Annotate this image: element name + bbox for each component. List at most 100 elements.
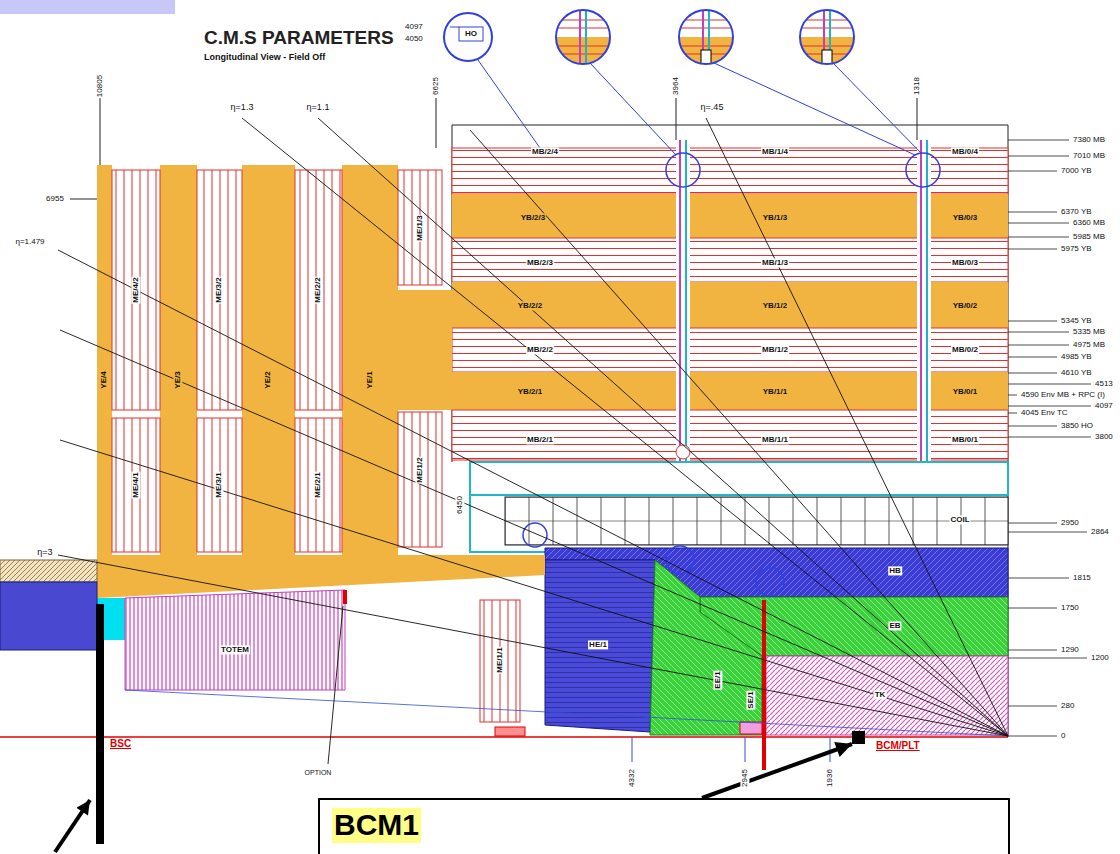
part-label: 4332 bbox=[627, 768, 636, 788]
part-label: YE/1 bbox=[365, 370, 374, 389]
part-label: η=1.1 bbox=[306, 102, 331, 112]
dimension-label: 1815 bbox=[1072, 573, 1092, 582]
part-label: YE/2 bbox=[263, 370, 272, 389]
part-label: MB/0/2 bbox=[951, 345, 979, 354]
arrow-connector bbox=[702, 744, 852, 798]
part-label: MB/2/4 bbox=[531, 147, 559, 156]
part-label: YB/2/2 bbox=[517, 301, 543, 310]
part-label: η=1.479 bbox=[14, 237, 45, 246]
dimension-label: 5345 YB bbox=[1060, 316, 1093, 325]
part-label: OPTION bbox=[304, 769, 333, 777]
part-label: η=1.3 bbox=[230, 102, 255, 112]
callout-box: BCM1 bbox=[318, 798, 1010, 854]
dimension-tick bbox=[1008, 373, 1057, 374]
dimension-label: 7010 MB bbox=[1072, 151, 1106, 160]
dimension-tick bbox=[1008, 413, 1017, 414]
dimension-tick bbox=[1008, 395, 1017, 396]
dimension-tick bbox=[1008, 658, 1087, 659]
dimension-tick bbox=[1008, 171, 1057, 172]
dimension-tick bbox=[1008, 406, 1091, 407]
part-label: ME/2/2 bbox=[313, 276, 322, 303]
dimension-label: 3800 bbox=[1094, 432, 1114, 441]
part-label: 6450 bbox=[455, 495, 464, 515]
node-label: BCM/PLT bbox=[874, 740, 922, 752]
part-label: ME/4/2 bbox=[131, 276, 140, 303]
part-label: ME/1/3 bbox=[415, 214, 424, 241]
dimension-tick bbox=[1008, 357, 1057, 358]
part-label: YE/4 bbox=[99, 370, 108, 389]
part-label: 6955 bbox=[45, 194, 65, 203]
part-label: EB bbox=[888, 621, 901, 630]
dimension-label: 5335 MB bbox=[1072, 327, 1106, 336]
part-label: 1936 bbox=[825, 768, 834, 788]
dimension-label: 6360 MB bbox=[1072, 218, 1106, 227]
part-label: MB/1/4 bbox=[761, 147, 789, 156]
dimension-tick bbox=[1008, 608, 1057, 609]
dimension-label: 2950 bbox=[1060, 518, 1080, 527]
dimension-label: 7380 MB bbox=[1072, 135, 1106, 144]
part-label: MB/2/1 bbox=[526, 435, 554, 444]
dimension-tick bbox=[1008, 523, 1057, 524]
dimension-tick bbox=[1008, 437, 1091, 438]
dimension-label: 7000 YB bbox=[1060, 166, 1093, 175]
dimension-tick bbox=[1008, 345, 1069, 346]
dimension-tick bbox=[1008, 249, 1057, 250]
dimension-label: 6370 YB bbox=[1060, 207, 1093, 216]
dimension-tick bbox=[1008, 332, 1069, 333]
part-label: YB/2/1 bbox=[517, 387, 543, 396]
part-label: YB/0/3 bbox=[952, 213, 978, 222]
dimension-label: 0 bbox=[1060, 731, 1066, 740]
part-label: Longitudinal View - Field Off bbox=[203, 52, 326, 62]
dimension-tick bbox=[1008, 650, 1057, 651]
part-label: ME/4/1 bbox=[131, 471, 140, 498]
dimension-label: 4045 Env TC bbox=[1020, 408, 1069, 417]
part-label: YB/0/1 bbox=[952, 387, 978, 396]
part-label: η=.45 bbox=[700, 102, 725, 112]
part-label: 6625 bbox=[431, 76, 440, 96]
dimension-label: 4610 YB bbox=[1060, 368, 1093, 377]
dimension-label: 280 bbox=[1060, 701, 1075, 710]
dimension-tick bbox=[1008, 156, 1069, 157]
part-label: YB/2/3 bbox=[520, 213, 546, 222]
dimension-tick bbox=[1008, 321, 1057, 322]
part-label: ME/3/1 bbox=[214, 471, 223, 498]
part-label: ME/3/2 bbox=[214, 276, 223, 303]
part-label: SE/1 bbox=[746, 690, 755, 709]
part-label: ME/2/1 bbox=[313, 471, 322, 498]
part-label: TK bbox=[874, 690, 887, 699]
part-label: YB/1/1 bbox=[762, 387, 788, 396]
dimension-label: 1290 bbox=[1060, 645, 1080, 654]
part-label: 4050 bbox=[404, 34, 424, 43]
part-label: MB/1/3 bbox=[761, 258, 789, 267]
part-label: 4097 bbox=[404, 22, 424, 31]
part-label: MB/2/3 bbox=[526, 258, 554, 267]
dimension-tick bbox=[1008, 237, 1069, 238]
part-label: MB/0/4 bbox=[951, 147, 979, 156]
part-label: EE/1 bbox=[713, 670, 722, 689]
part-label: MB/1/2 bbox=[761, 345, 789, 354]
bcm-plt-block: BCM/PLT bbox=[852, 731, 865, 744]
part-label: MB/0/1 bbox=[951, 435, 979, 444]
node-label: BSC bbox=[108, 738, 133, 750]
dimension-label: 4097 bbox=[1094, 401, 1114, 410]
drawing-title: C.M.S PARAMETERS bbox=[203, 27, 395, 49]
dimension-label: 1200 bbox=[1090, 653, 1110, 662]
dimension-tick bbox=[1008, 578, 1069, 579]
part-label: MB/1/1 bbox=[761, 435, 789, 444]
dimension-tick bbox=[1008, 706, 1057, 707]
part-label: 2945 bbox=[740, 768, 749, 788]
dimension-tick bbox=[1008, 384, 1091, 385]
dimension-label: 3850 HO bbox=[1060, 421, 1094, 430]
dimension-tick bbox=[1008, 140, 1069, 141]
dimension-label: 1750 bbox=[1060, 603, 1080, 612]
dimension-label: 4590 Env MB + RPC (I) bbox=[1020, 390, 1106, 399]
part-label: MB/2/2 bbox=[526, 345, 554, 354]
dimension-label: 2864 bbox=[1090, 527, 1110, 536]
bsc-bar: BSC bbox=[96, 604, 104, 844]
part-label: YB/0/2 bbox=[952, 301, 978, 310]
dimension-label: 5975 YB bbox=[1060, 244, 1093, 253]
dimension-label: 4975 MB bbox=[1072, 340, 1106, 349]
part-label: η=3 bbox=[36, 547, 53, 557]
